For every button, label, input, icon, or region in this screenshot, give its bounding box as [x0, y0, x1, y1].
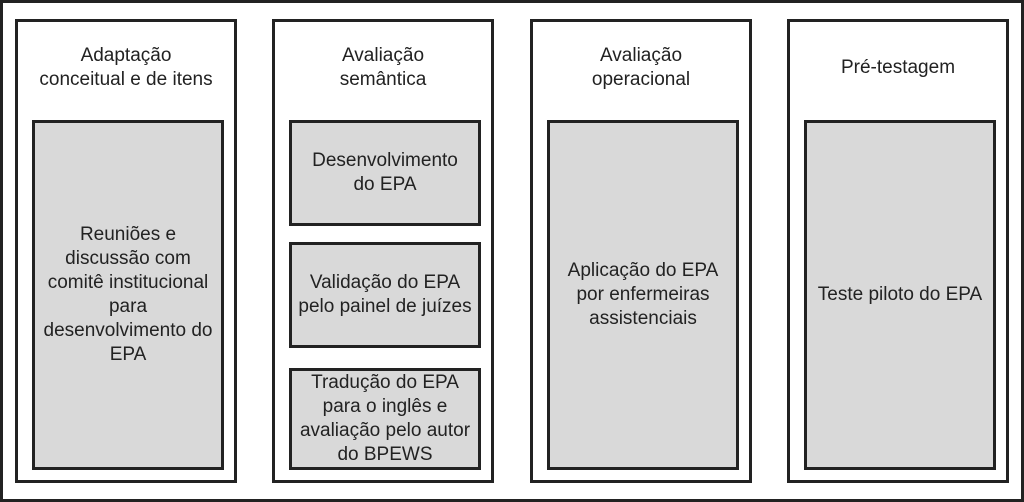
stage-title: Avaliação operacional — [591, 45, 691, 90]
stage-semantic-evaluation: Avaliação semântica Desenvolvimento do E… — [272, 19, 494, 483]
stage-pretesting: Pré-testagem Teste piloto do EPA — [787, 19, 1009, 483]
stage-step-box: Desenvolvimento do EPA — [289, 120, 481, 226]
stage-title: Avaliação semântica — [339, 45, 427, 90]
stage-step-box: Validação do EPA pelo painel de juízes — [289, 242, 481, 348]
stage-operational-evaluation: Avaliação operacional Aplicação do EPA p… — [530, 19, 752, 483]
stage-step-box: Reuniões e discussão com comitê instituc… — [32, 120, 224, 470]
stage-title: Pré-testagem — [840, 57, 956, 78]
stage-step-box: Aplicação do EPA por enfermeiras assiste… — [547, 120, 739, 470]
stage-step-box: Tradução do EPA para o inglês e avaliaçã… — [289, 368, 481, 470]
stage-title: Adaptação conceitual e de itens — [39, 45, 213, 90]
stage-conceptual-adaptation: Adaptação conceitual e de itens Reuniões… — [15, 19, 237, 483]
stage-step-box: Teste piloto do EPA — [804, 120, 996, 470]
